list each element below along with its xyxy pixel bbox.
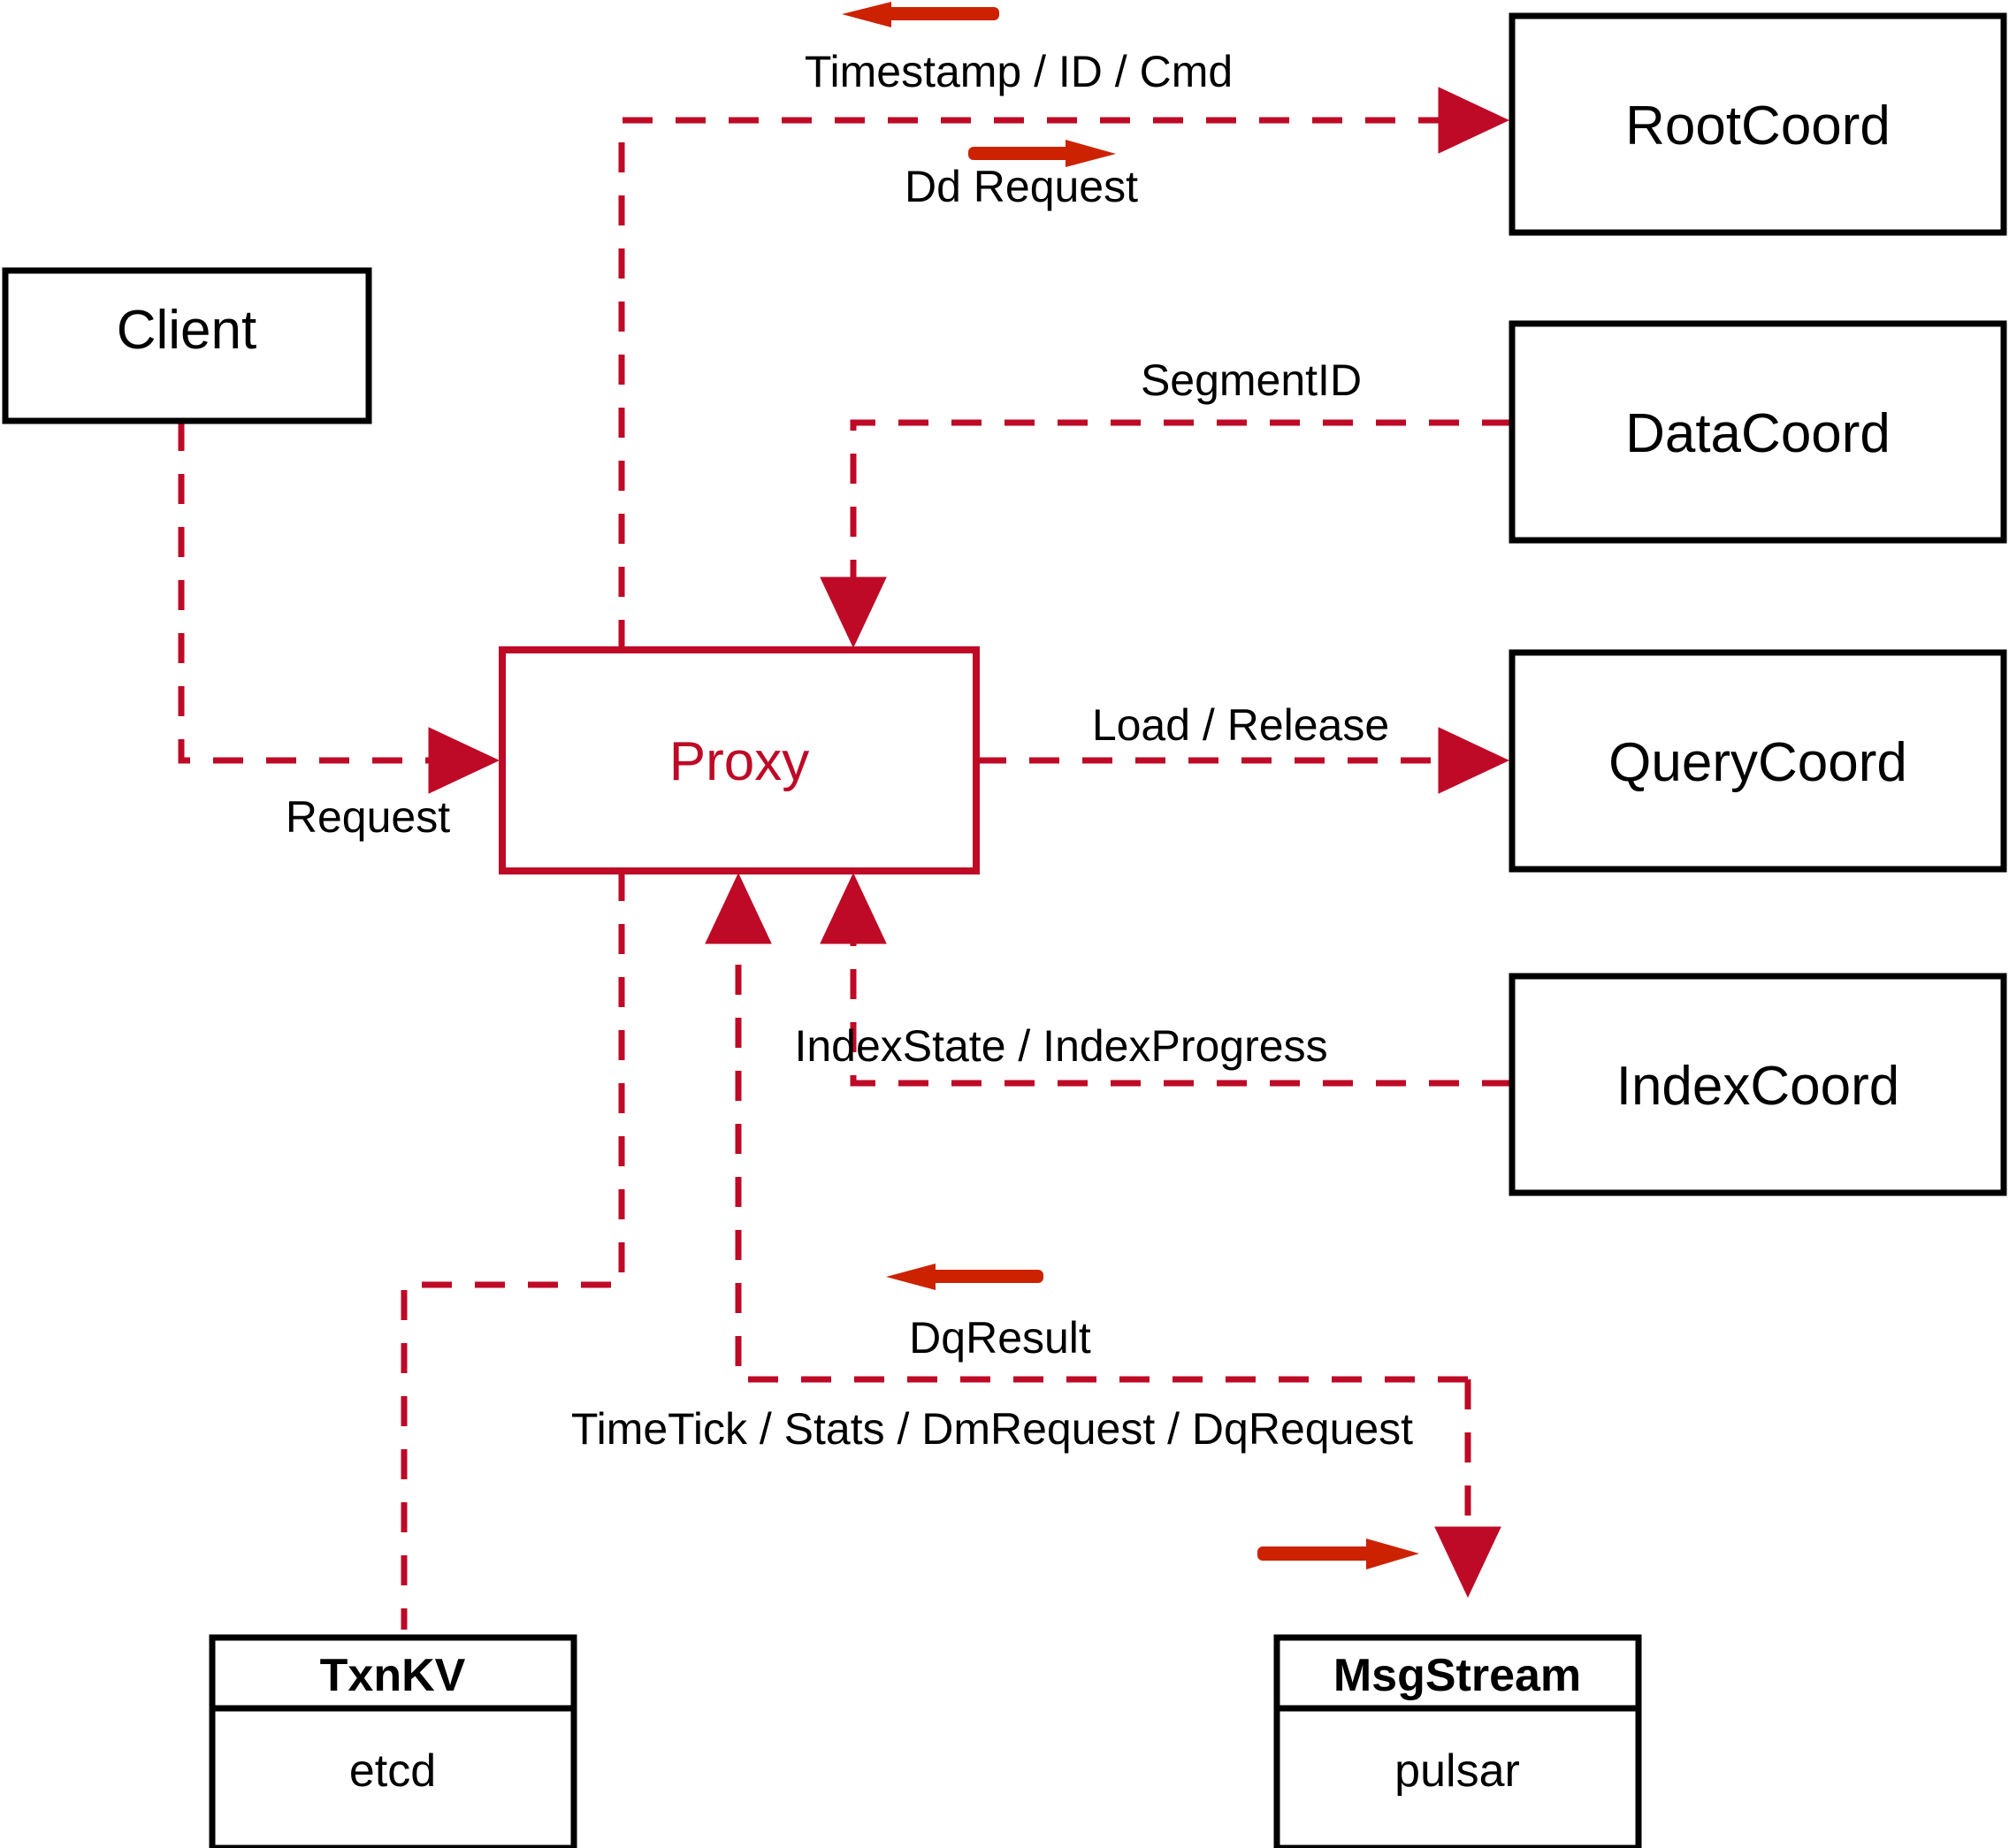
node-msgstream[interactable]: MsgStream pulsar: [1273, 1634, 1642, 1848]
node-client-label: Client: [117, 300, 257, 361]
node-proxy[interactable]: Proxy: [499, 646, 980, 874]
node-msgstream-title: MsgStream: [1333, 1650, 1581, 1701]
node-msgstream-impl: pulsar: [1394, 1745, 1520, 1797]
edge-label-indexstate-indexprogress: IndexState / IndexProgress: [794, 1021, 1327, 1071]
node-txnkv-impl: etcd: [349, 1745, 436, 1797]
edge-label-load-release: Load / Release: [1092, 700, 1389, 750]
direction-arrow-layer: [842, 2, 1419, 1569]
arrow-left-dqresult: [886, 1264, 1043, 1290]
edge-label-timetick-stats-dmrequest-dqrequest: TimeTick / Stats / DmRequest / DqRequest: [571, 1404, 1413, 1454]
edge-msgstream-proxy: [705, 873, 1468, 1383]
edge-proxy-txnkv: [401, 871, 625, 1630]
node-root-coord-label: RootCoord: [1625, 95, 1891, 157]
arrow-left-timestamp: [842, 2, 999, 27]
node-data-coord-label: DataCoord: [1625, 403, 1891, 464]
edge-label-dd-request: Dd Request: [905, 162, 1138, 211]
edge-layer: [178, 87, 1512, 1630]
edge-client-proxy: [178, 421, 500, 794]
node-index-coord[interactable]: IndexCoord: [1509, 973, 2007, 1196]
node-proxy-label: Proxy: [669, 731, 809, 792]
node-data-coord[interactable]: DataCoord: [1509, 320, 2007, 544]
edge-label-segmentid: SegmentID: [1141, 355, 1362, 405]
edge-label-dqresult: DqResult: [909, 1313, 1091, 1363]
edge-label-request: Request: [286, 792, 450, 842]
node-index-coord-label: IndexCoord: [1616, 1056, 1900, 1117]
arrow-right-dqrequest: [1257, 1539, 1419, 1569]
node-query-coord-label: QueryCoord: [1608, 732, 1907, 793]
node-txnkv-title: TxnKV: [320, 1650, 466, 1701]
node-root-coord[interactable]: RootCoord: [1509, 12, 2007, 236]
edge-proxy-rootcoord: [618, 87, 1509, 650]
node-txnkv[interactable]: TxnKV etcd: [209, 1634, 577, 1848]
edge-indexcoord-proxy: [820, 873, 1512, 1087]
edge-datacoord-proxy: [820, 419, 1512, 648]
node-client[interactable]: Client: [2, 267, 372, 424]
arrow-right-ddrequest: [968, 140, 1116, 167]
edge-label-timestamp-id-cmd: Timestamp / ID / Cmd: [805, 47, 1233, 96]
node-query-coord[interactable]: QueryCoord: [1509, 649, 2007, 873]
